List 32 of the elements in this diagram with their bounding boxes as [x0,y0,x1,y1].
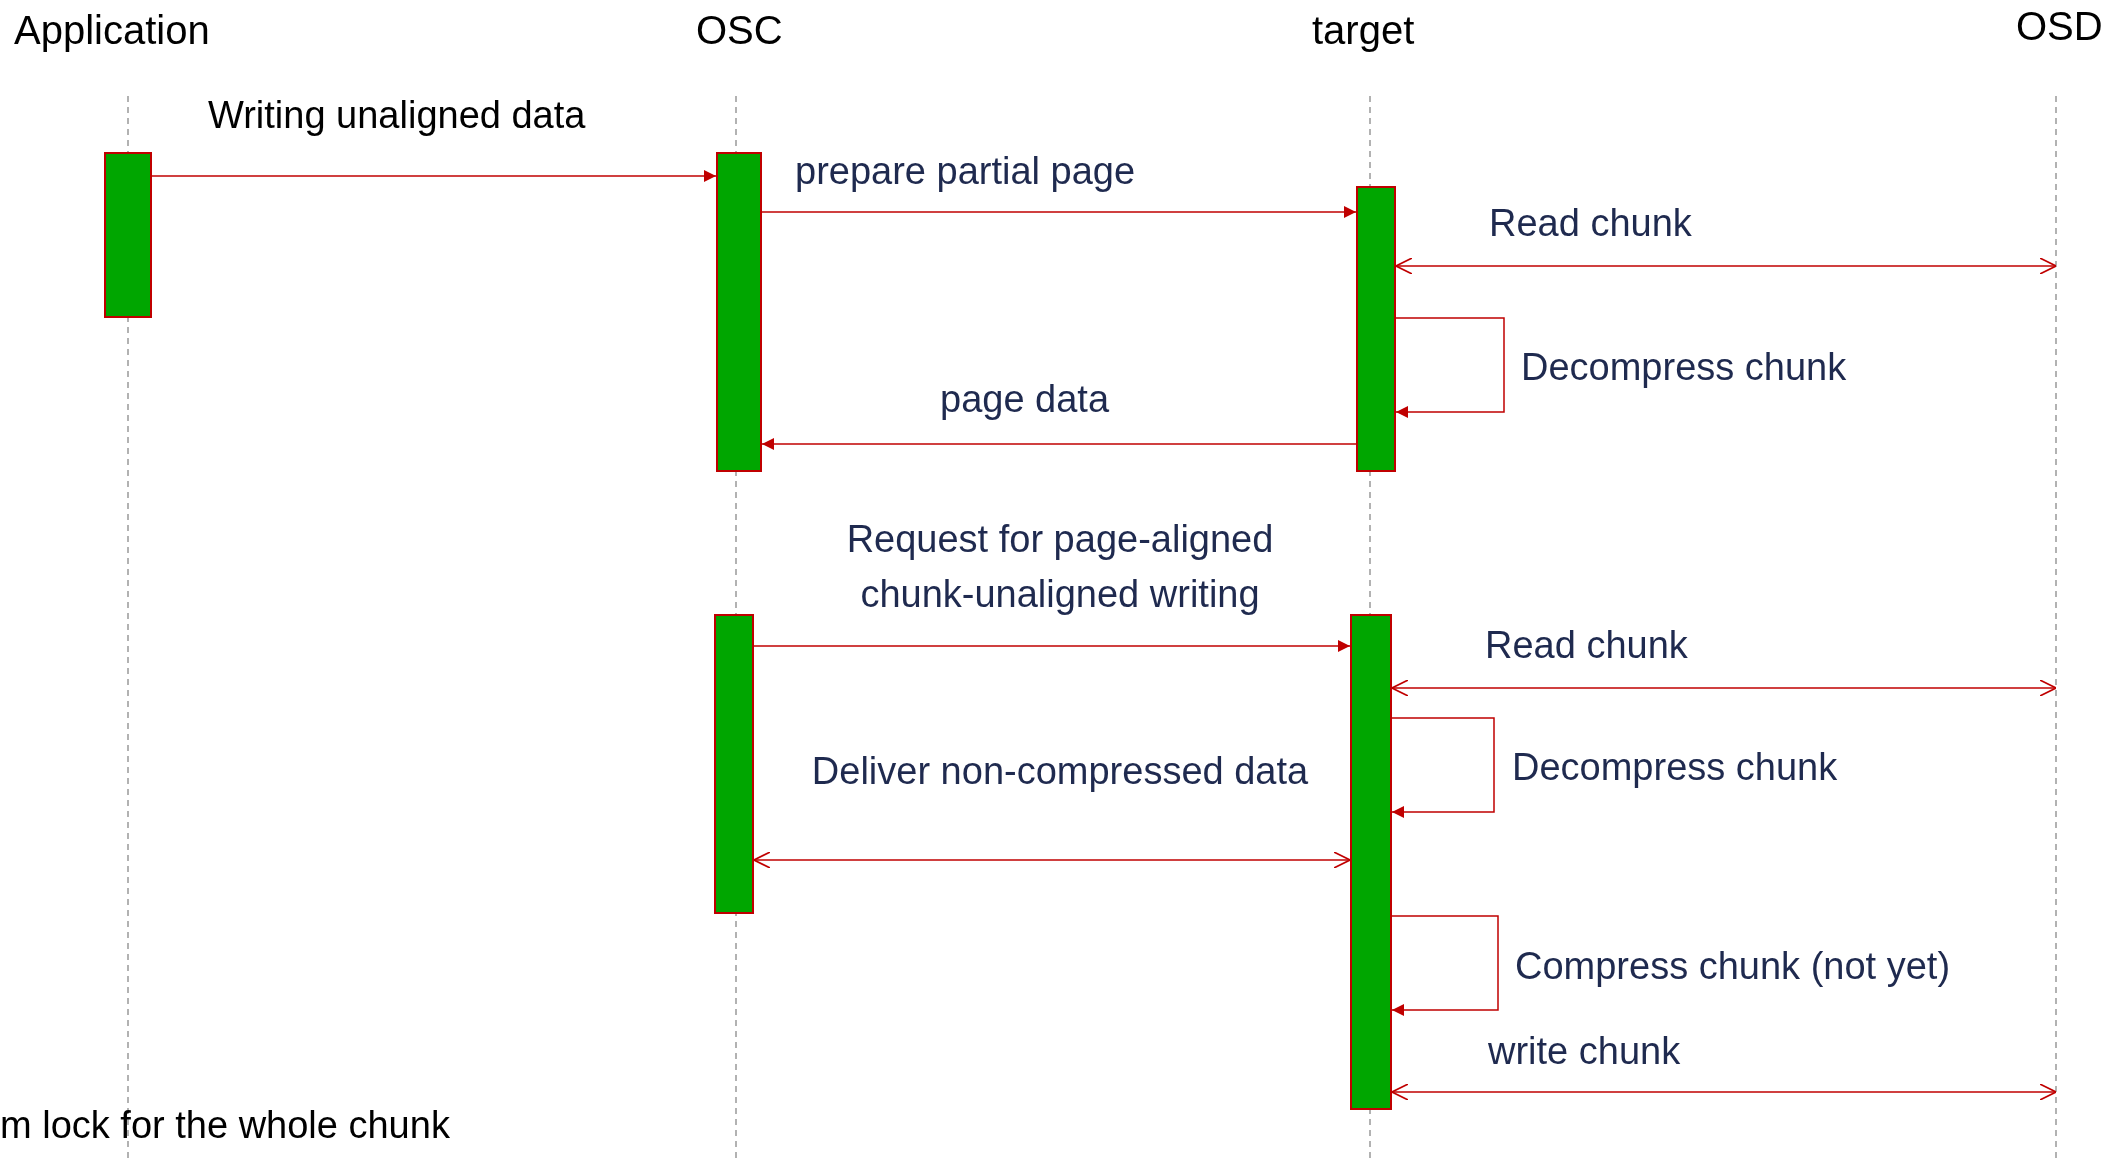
message-label: Read chunk [1489,201,1693,246]
activation-bar [104,152,152,318]
message-label: page data [940,377,1111,422]
message-label: Writing unaligned data [208,93,587,138]
message-arrow [151,170,717,182]
message-label: Decompress chunk [1512,745,1839,790]
message-arrow [1391,679,2057,697]
activation-bar [1356,186,1396,472]
message-label: Request for page-aligned chunk-unaligned writing [845,517,1275,618]
message-arrow [1395,257,2057,275]
message-label: Deliver non-compressed data [810,749,1310,794]
activation-bar [1350,614,1392,1110]
message-arrow [753,851,1351,869]
message-label: write chunk [1488,1029,1682,1074]
message-arrow [753,640,1351,652]
message-arrow [761,206,1357,218]
lifeline-header: OSD [2016,4,2103,49]
message-arrow [1391,1083,2057,1101]
message-label: Read chunk [1485,623,1689,668]
message-arrow [1391,915,1499,1016]
message-arrow [1395,317,1505,418]
note-text: m lock for the whole chunk [0,1103,450,1148]
lifeline-header: OSC [696,8,783,53]
lifeline-header: target [1312,8,1415,53]
message-label: Compress chunk (not yet) [1515,944,1952,989]
activation-bar [716,152,762,472]
activation-bar [714,614,754,914]
lifeline-header: Application [14,8,210,53]
message-arrow [1391,717,1495,818]
message-label: prepare partial page [795,149,1137,194]
message-arrow [761,438,1357,450]
message-label: Decompress chunk [1521,345,1848,390]
